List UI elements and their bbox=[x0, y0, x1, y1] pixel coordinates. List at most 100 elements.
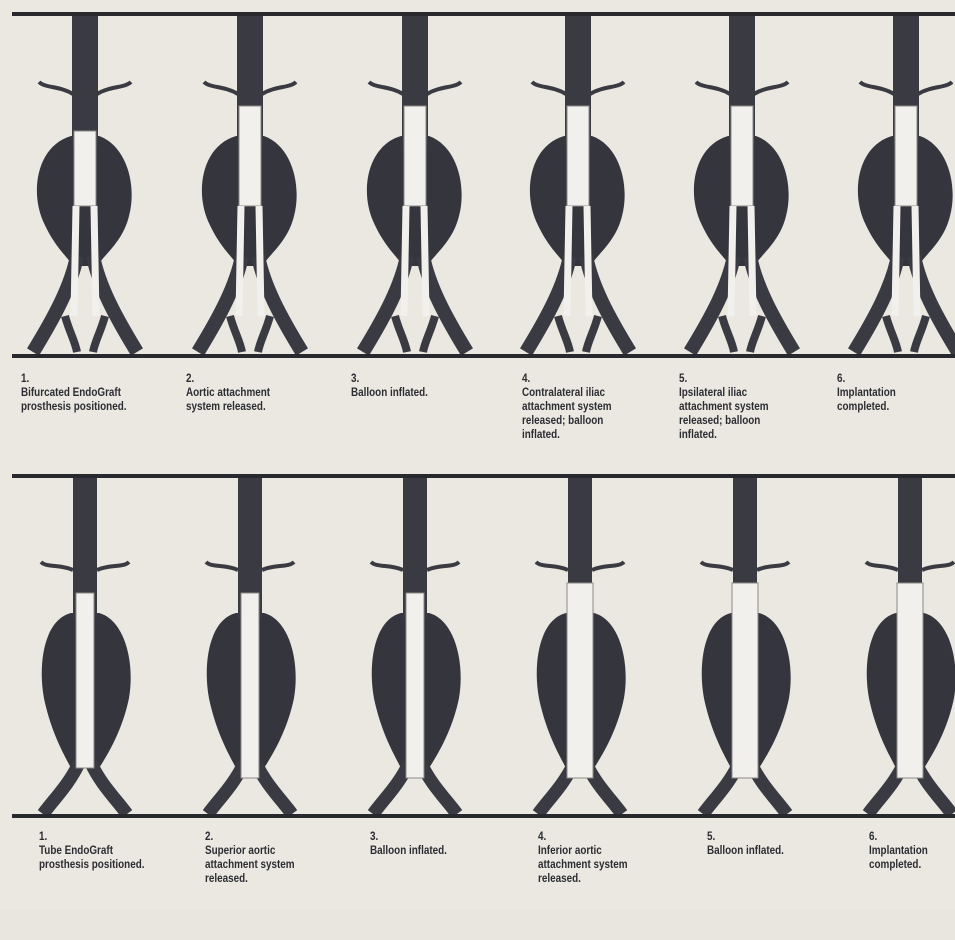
bifurcated-stage-3 bbox=[363, 16, 467, 352]
step-text: Balloon inflated. bbox=[351, 386, 471, 400]
renal-artery-left bbox=[204, 82, 238, 94]
graft-limb-right bbox=[259, 206, 261, 316]
right-internal-iliac bbox=[258, 316, 270, 352]
step-number: 2. bbox=[205, 830, 325, 844]
step-text: Bifurcated EndoGraft prosthesis position… bbox=[21, 386, 141, 414]
graft-limb-left bbox=[74, 206, 76, 316]
step-number: 1. bbox=[39, 830, 159, 844]
tube-illustration-row bbox=[12, 478, 955, 814]
bifurcated-caption-row: 1. Bifurcated EndoGraft prosthesis posit… bbox=[12, 372, 955, 482]
graft-limb-left bbox=[731, 206, 733, 316]
row2-divider bbox=[12, 814, 955, 818]
left-internal-iliac bbox=[230, 316, 242, 352]
renal-artery-left bbox=[536, 562, 568, 570]
renal-artery-right bbox=[918, 82, 952, 94]
renal-artery-left bbox=[371, 562, 403, 570]
tube-step-4-caption: 4. Inferior aortic attachment system rel… bbox=[538, 830, 658, 886]
graft-body bbox=[74, 131, 96, 206]
right-internal-iliac bbox=[93, 316, 105, 352]
graft-limb-right bbox=[587, 206, 589, 316]
renal-artery-left bbox=[532, 82, 566, 94]
tube-step-5-caption: 5. Balloon inflated. bbox=[707, 830, 827, 858]
left-iliac bbox=[208, 763, 244, 814]
right-iliac bbox=[421, 763, 457, 814]
tube-graft bbox=[406, 593, 424, 778]
bifurcated-step-2-caption: 2. Aortic attachment system released. bbox=[186, 372, 306, 414]
tube-stage-2 bbox=[206, 478, 296, 814]
renal-artery-right bbox=[262, 562, 294, 570]
step-text: Balloon inflated. bbox=[370, 844, 490, 858]
renal-artery-right bbox=[592, 562, 624, 570]
bifurcated-stage-5 bbox=[690, 16, 794, 352]
step-text: Superior aortic attachment system releas… bbox=[205, 844, 325, 886]
renal-artery-left bbox=[866, 562, 898, 570]
renal-artery-left bbox=[206, 562, 238, 570]
left-internal-iliac bbox=[65, 316, 77, 352]
bifurcated-stage-6 bbox=[854, 16, 955, 352]
step-text: Contralateral iliac attachment system re… bbox=[522, 386, 642, 442]
bifurcated-stage-2 bbox=[198, 16, 302, 352]
bifurcated-step-4-caption: 4. Contralateral iliac attachment system… bbox=[522, 372, 642, 442]
renal-artery-left bbox=[369, 82, 403, 94]
right-internal-iliac bbox=[423, 316, 435, 352]
step-number: 4. bbox=[538, 830, 658, 844]
bifurcated-step-3-caption: 3. Balloon inflated. bbox=[351, 372, 471, 400]
left-internal-iliac bbox=[395, 316, 407, 352]
tube-graft bbox=[897, 583, 923, 778]
renal-artery-right bbox=[922, 562, 954, 570]
step-text: Implantation completed. bbox=[837, 386, 955, 414]
renal-artery-right bbox=[427, 562, 459, 570]
right-iliac bbox=[256, 763, 292, 814]
bifurcated-step-1-caption: 1. Bifurcated EndoGraft prosthesis posit… bbox=[21, 372, 141, 414]
graft-limb-left bbox=[404, 206, 406, 316]
step-text: Inferior aortic attachment system releas… bbox=[538, 844, 658, 886]
renal-artery-left bbox=[39, 82, 73, 94]
graft-body bbox=[239, 106, 261, 206]
renal-artery-right bbox=[97, 82, 131, 94]
left-internal-iliac bbox=[722, 316, 734, 352]
graft-limb-left bbox=[239, 206, 241, 316]
tube-stage-4 bbox=[536, 478, 626, 814]
step-text: Ipsilateral iliac attachment system rele… bbox=[679, 386, 799, 442]
graft-body bbox=[404, 106, 426, 206]
bifurcated-step-5-caption: 5. Ipsilateral iliac attachment system r… bbox=[679, 372, 799, 442]
graft-limb-right bbox=[424, 206, 426, 316]
step-text: Implantation completed. bbox=[869, 844, 955, 872]
tube-graft bbox=[241, 593, 259, 778]
graft-limb-right bbox=[94, 206, 96, 316]
renal-artery-right bbox=[757, 562, 789, 570]
bifurcated-stage-4 bbox=[526, 16, 630, 352]
right-internal-iliac bbox=[586, 316, 598, 352]
tube-step-2-caption: 2. Superior aortic attachment system rel… bbox=[205, 830, 325, 886]
tube-step-1-caption: 1. Tube EndoGraft prosthesis positioned. bbox=[39, 830, 159, 872]
renal-artery-left bbox=[860, 82, 894, 94]
renal-artery-right bbox=[97, 562, 129, 570]
tube-stage-5 bbox=[701, 478, 791, 814]
step-number: 6. bbox=[869, 830, 955, 844]
tube-graft bbox=[76, 593, 94, 768]
step-text: Aortic attachment system released. bbox=[186, 386, 306, 414]
step-number: 4. bbox=[522, 372, 642, 386]
graft-body bbox=[567, 106, 589, 206]
tube-step-3-caption: 3. Balloon inflated. bbox=[370, 830, 490, 858]
step-number: 2. bbox=[186, 372, 306, 386]
renal-artery-right bbox=[754, 82, 788, 94]
graft-limb-left bbox=[895, 206, 897, 316]
tube-illustrations bbox=[12, 478, 955, 814]
bifurcated-step-6-caption: 6. Implantation completed. bbox=[837, 372, 955, 414]
tube-stage-6 bbox=[866, 478, 955, 814]
left-internal-iliac bbox=[886, 316, 898, 352]
renal-artery-left bbox=[701, 562, 733, 570]
graft-limb-left bbox=[567, 206, 569, 316]
tube-caption-row: 1. Tube EndoGraft prosthesis positioned.… bbox=[12, 830, 955, 940]
graft-limb-right bbox=[915, 206, 917, 316]
step-number: 5. bbox=[707, 830, 827, 844]
step-text: Tube EndoGraft prosthesis positioned. bbox=[39, 844, 159, 872]
tube-step-6-caption: 6. Implantation completed. bbox=[869, 830, 955, 872]
bifurcated-stage-1 bbox=[33, 16, 137, 352]
tube-graft bbox=[732, 583, 758, 778]
right-internal-iliac bbox=[750, 316, 762, 352]
graft-body bbox=[731, 106, 753, 206]
step-number: 1. bbox=[21, 372, 141, 386]
renal-artery-left bbox=[41, 562, 73, 570]
